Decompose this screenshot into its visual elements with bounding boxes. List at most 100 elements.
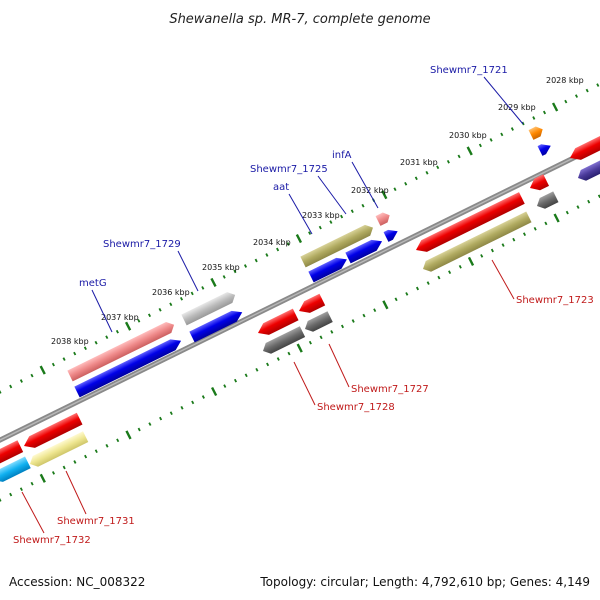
gene-Shewmr7_1727-product: [305, 311, 333, 332]
gene-Shewmr7_1731-product: [30, 431, 89, 467]
outer-track-minor-tick: [51, 362, 55, 367]
inner-track-minor-tick: [223, 384, 227, 388]
kbp-label: 2038 kbp: [51, 337, 89, 346]
inner-track-minor-tick: [501, 243, 505, 247]
leader-line: [288, 193, 313, 235]
outer-track-minor-tick: [361, 203, 365, 208]
gene-edge-red: [570, 134, 600, 160]
outer-track-minor-tick: [158, 307, 162, 312]
inner-track-minor-tick: [84, 454, 88, 459]
kbp-label: 2030 kbp: [449, 131, 487, 140]
leader-line: [328, 343, 350, 388]
leader-line: [317, 175, 347, 215]
leader-line: [351, 161, 379, 209]
inner-track-minor-tick: [587, 199, 591, 204]
inner-track-minor-tick: [544, 221, 548, 226]
kbp-label: 2036 kbp: [152, 288, 190, 297]
outer-track-minor-tick: [233, 269, 237, 274]
inner-track-minor-tick: [169, 411, 173, 416]
gene-label: infA: [332, 150, 352, 161]
outer-track-minor-tick: [404, 181, 408, 186]
outer-track-minor-tick: [83, 346, 87, 351]
inner-track-minor-tick: [330, 330, 334, 334]
gene-label: Shewmr7_1725: [250, 164, 328, 175]
gene-aat: [300, 224, 373, 268]
outer-track-minor-tick: [19, 379, 23, 383]
outer-track-minor-tick: [350, 209, 354, 214]
outer-tick-track: [0, 83, 600, 394]
inner-track-minor-tick: [116, 438, 120, 443]
gene-Shewmr7_1729-cds: [189, 310, 243, 343]
gene-infA: [375, 212, 390, 226]
gene-Shewmr7_1722-product: [537, 191, 559, 209]
inner-track-major-tick: [210, 386, 218, 397]
inner-track-minor-tick: [308, 340, 312, 345]
gene-label: Shewmr7_1728: [317, 402, 395, 413]
outer-track-minor-tick: [179, 296, 184, 301]
gene-label: Shewmr7_1727: [351, 384, 429, 395]
outer-track-major-tick: [551, 102, 559, 112]
inner-track-minor-tick: [201, 395, 205, 399]
outer-track-major-tick: [381, 190, 388, 200]
inner-track-minor-tick: [137, 427, 141, 432]
inner-track-major-tick: [382, 300, 389, 310]
gene-Shewmr7_1721: [528, 126, 543, 140]
outer-track-major-tick: [466, 146, 473, 156]
genome-backbone-highlight: [0, 144, 600, 441]
inner-track-major-tick: [296, 343, 303, 353]
outer-track-minor-tick: [169, 302, 173, 307]
gene-label: metG: [79, 278, 107, 289]
leader-line: [65, 470, 87, 515]
inner-track-minor-tick: [415, 286, 420, 291]
outer-track-minor-tick: [243, 264, 248, 268]
inner-track-minor-tick: [233, 378, 238, 383]
kbp-label: 2033 kbp: [302, 211, 340, 220]
gene-label: Shewmr7_1731: [57, 516, 135, 527]
gene-Shewmr7_1732-cds: [0, 456, 31, 482]
leader-line: [91, 289, 113, 333]
inner-track-minor-tick: [351, 319, 355, 323]
inner-track-minor-tick: [62, 465, 66, 470]
inner-track-minor-tick: [148, 422, 152, 426]
gene-label: Shewmr7_1729: [103, 239, 181, 250]
outer-track-minor-tick: [414, 176, 418, 181]
outer-track-minor-tick: [9, 384, 13, 389]
inner-track-minor-tick: [159, 416, 163, 421]
inner-track-minor-tick: [266, 362, 270, 367]
leader-line: [177, 250, 199, 292]
gene-Shewmr7_1728: [258, 308, 299, 335]
gene-Shewmr7_1728-product: [263, 326, 306, 354]
kbp-label: 2028 kbp: [546, 76, 584, 85]
gene-Shewmr7_1723-product: [423, 211, 532, 272]
outer-track-major-tick: [39, 365, 46, 375]
outer-track-minor-tick: [308, 231, 312, 235]
inner-track-minor-tick: [51, 471, 56, 475]
inner-track-minor-tick: [373, 308, 377, 313]
outer-track-minor-tick: [201, 286, 205, 290]
inner-track-minor-tick: [255, 367, 259, 372]
outer-track-minor-tick: [329, 220, 333, 224]
outer-track-major-tick: [295, 234, 303, 244]
outer-track-minor-tick: [115, 329, 119, 334]
inner-track-minor-tick: [319, 335, 323, 340]
accession-text: Accession: NC_008322: [9, 575, 145, 589]
inner-track-minor-tick: [105, 443, 109, 448]
inner-track-minor-tick: [490, 248, 494, 253]
kbp-label: 2034 kbp: [253, 238, 291, 247]
inner-track-minor-tick: [340, 324, 345, 329]
gene-Shewmr7_1721-cds: [537, 144, 551, 156]
outer-track-minor-tick: [265, 253, 269, 257]
inner-track-minor-tick: [533, 226, 537, 231]
outer-track-minor-tick: [425, 170, 429, 175]
inner-track-minor-tick: [597, 194, 600, 199]
outer-track-minor-tick: [30, 373, 34, 378]
outer-track-minor-tick: [190, 291, 194, 296]
outer-track-minor-tick: [222, 275, 226, 279]
genome-summary-text: Topology: circular; Length: 4,792,610 bp…: [259, 575, 590, 589]
gene-Shewmr7_1723: [416, 192, 525, 252]
gene-labels: Shewmr7_1721infAShewmr7_1725aatShewmr7_1…: [13, 65, 594, 546]
gene-edge-indigo: [578, 159, 600, 181]
gene-Shewmr7_1731: [24, 412, 83, 448]
leader-line: [483, 76, 524, 125]
